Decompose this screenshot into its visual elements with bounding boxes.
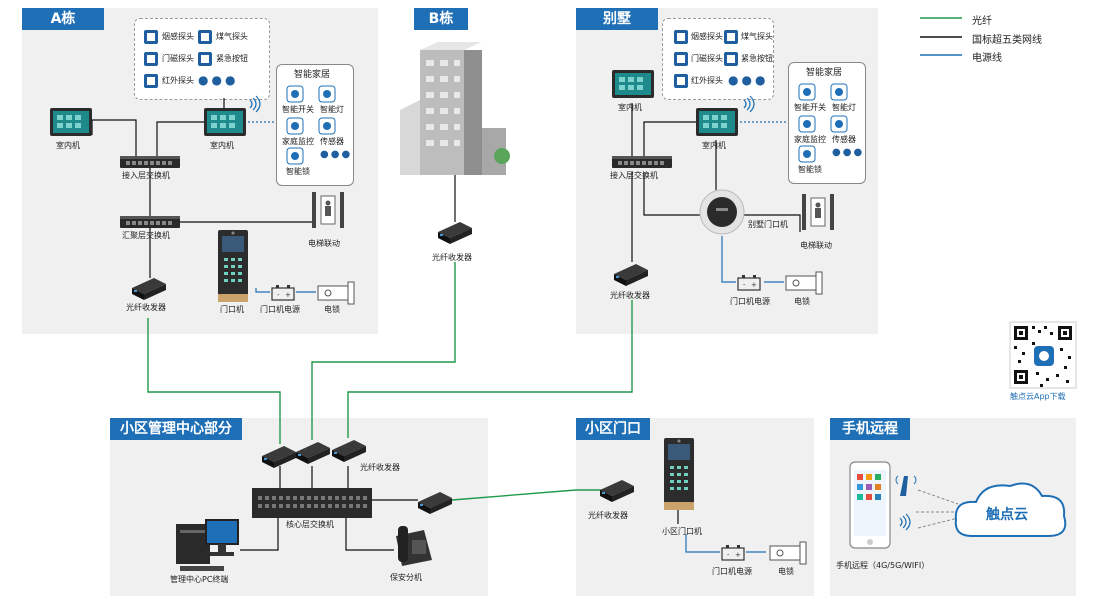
a-smart-home-switch-label: 智能开关 (282, 105, 314, 114)
gate-lock-label: 电锁 (778, 567, 794, 576)
a-smart-home-monitor-label: 家庭监控 (282, 137, 314, 146)
b-transceiver-label: 光纤收发器 (432, 253, 472, 262)
villa-sensor-infrared-label: 红外探头 (691, 76, 723, 85)
a-lock-label: 电锁 (324, 305, 340, 314)
a-indoor-unit-1-label: 室内机 (56, 141, 80, 150)
header-b-building: B栋 (414, 8, 468, 30)
a-sensor-gas-label: 煤气探头 (216, 32, 248, 41)
legend-cat5e-label: 国标超五类网线 (972, 35, 1042, 46)
a-aggregation-switch-label: 汇聚层交换机 (122, 231, 170, 240)
section-community-gate (576, 418, 814, 596)
a-sensor-smoke-label: 烟感探头 (162, 32, 194, 41)
villa-indoor-unit-1-label: 室内机 (618, 103, 642, 112)
villa-sensor-smoke-label: 烟感探头 (691, 32, 723, 41)
villa-smart-home-more-dots: ●●● (832, 147, 865, 158)
gate-transceiver-label: 光纤收发器 (588, 511, 628, 520)
villa-door-unit-label: 别墅门口机 (748, 220, 788, 229)
qr-download-caption: 触点云App下载 (1010, 392, 1066, 401)
villa-smart-home-sensor-label: 传感器 (832, 135, 856, 144)
mgmt-core-switch-label: 核心层交换机 (286, 520, 334, 529)
villa-indoor-unit-2-label: 室内机 (702, 141, 726, 150)
villa-sensor-more-dots: ●●● (728, 73, 769, 87)
villa-sensor-gas-label: 煤气探头 (741, 32, 773, 41)
header-community-gate: 小区门口 (576, 418, 650, 440)
header-a-building: A栋 (22, 8, 104, 30)
villa-transceiver-label: 光纤收发器 (610, 291, 650, 300)
villa-smart-home-light-label: 智能灯 (832, 103, 856, 112)
mgmt-pc-terminal-label: 管理中心PC终端 (170, 575, 229, 584)
a-smart-home-lock-label: 智能锁 (286, 167, 310, 176)
villa-smart-home-title: 智能家居 (806, 68, 843, 78)
a-sensor-door-label: 门磁探头 (162, 54, 194, 63)
villa-lock-label: 电锁 (794, 297, 810, 306)
villa-smart-home-monitor-label: 家庭监控 (794, 135, 826, 144)
a-access-switch-label: 接入层交换机 (122, 171, 170, 180)
a-smart-home-sensor-label: 传感器 (320, 137, 344, 146)
villa-elevator-label: 电梯联动 (800, 241, 832, 250)
a-door-unit-label: 门口机 (220, 305, 244, 314)
legend-power-label: 电源线 (972, 53, 1002, 64)
header-management-center: 小区管理中心部分 (110, 418, 242, 440)
legend-fiber-label: 光纤 (972, 16, 992, 27)
villa-smart-home-lock-label: 智能锁 (798, 165, 822, 174)
villa-smart-home-switch-label: 智能开关 (794, 103, 826, 112)
gate-door-power-label: 门口机电源 (712, 567, 752, 576)
remote-phone-label: 手机远程（4G/5G/WIFI） (836, 561, 930, 570)
a-transceiver-label: 光纤收发器 (126, 303, 166, 312)
a-smart-home-light-label: 智能灯 (320, 105, 344, 114)
villa-sensor-emergency-label: 紧急按钮 (741, 54, 773, 63)
mgmt-transceivers-label: 光纤收发器 (360, 463, 400, 472)
remote-cloud-label: 触点云 (986, 507, 1028, 523)
a-indoor-unit-2-label: 室内机 (210, 141, 234, 150)
a-elevator-label: 电梯联动 (308, 239, 340, 248)
a-sensor-more-dots: ●●● (198, 73, 239, 87)
a-smart-home-title: 智能家居 (294, 70, 331, 80)
villa-door-power-label: 门口机电源 (730, 297, 770, 306)
a-smart-home-more-dots: ●●● (320, 149, 353, 160)
gate-door-unit-label: 小区门口机 (662, 527, 702, 536)
header-villa: 别墅 (576, 8, 658, 30)
villa-sensor-door-label: 门磁探头 (691, 54, 723, 63)
a-sensor-infrared-label: 红外探头 (162, 76, 194, 85)
mgmt-guard-phone-label: 保安分机 (390, 573, 422, 582)
villa-access-switch-label: 接入层交换机 (610, 171, 658, 180)
a-door-power-label: 门口机电源 (260, 305, 300, 314)
a-sensor-emergency-label: 紧急按钮 (216, 54, 248, 63)
header-mobile-remote: 手机远程 (830, 418, 910, 440)
